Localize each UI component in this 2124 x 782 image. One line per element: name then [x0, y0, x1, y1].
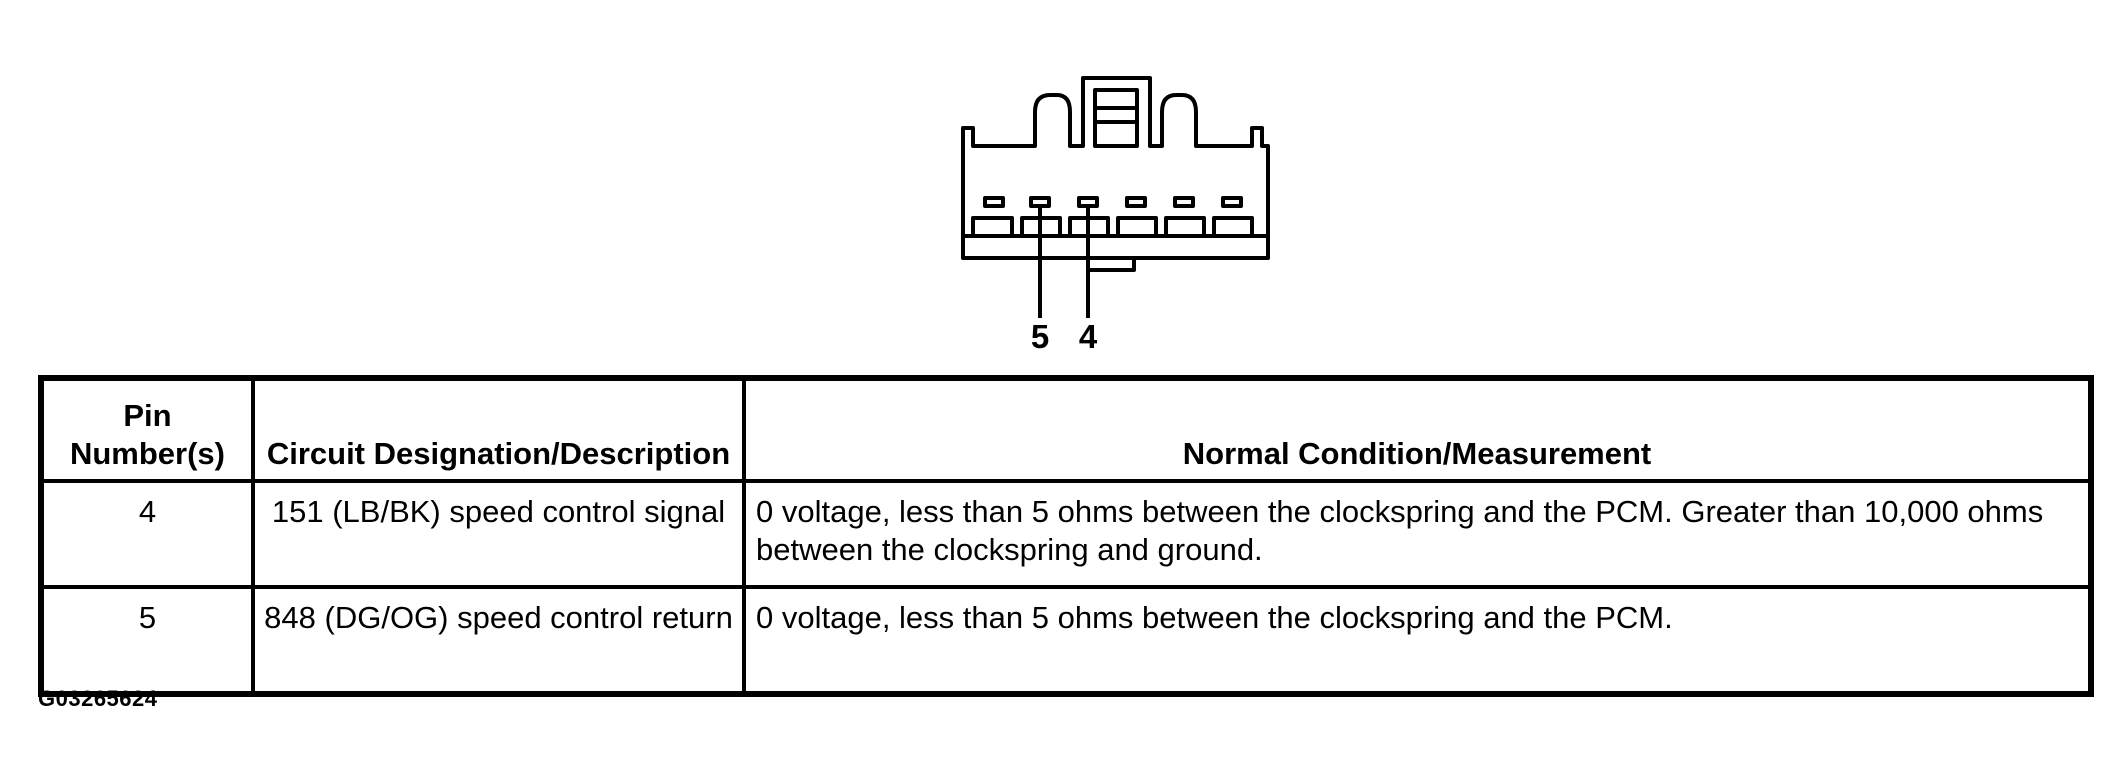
measurement: 0 voltage, less than 5 ohms between the … — [742, 585, 2093, 696]
pin-label-4: 4 — [1078, 318, 1098, 355]
locking-tab — [1093, 88, 1139, 148]
pin-number: 5 — [39, 585, 255, 696]
pin-label-5: 5 — [1030, 318, 1050, 355]
connector-housing — [961, 76, 1270, 260]
table-row: 5 848 (DG/OG) speed control return 0 vol… — [39, 585, 2093, 696]
circuit-description: 151 (LB/BK) speed control signal — [251, 479, 746, 589]
circuit-description: 848 (DG/OG) speed control return — [251, 585, 746, 696]
pin-table: Pin Number(s) Circuit Designation/Descri… — [38, 375, 2094, 697]
pin-number: 4 — [39, 479, 255, 589]
table-header-row: Pin Number(s) Circuit Designation/Descri… — [39, 376, 2093, 483]
terminal-cavities — [983, 196, 1243, 208]
header-pin-numbers: Pin Number(s) — [39, 376, 255, 483]
table-row: 4 151 (LB/BK) speed control signal 0 vol… — [39, 479, 2093, 589]
connector-key — [1086, 256, 1136, 272]
connector-diagram — [961, 76, 1270, 318]
header-circuit-designation: Circuit Designation/Description — [251, 376, 746, 483]
header-normal-condition: Normal Condition/Measurement — [742, 376, 2093, 483]
measurement: 0 voltage, less than 5 ohms between the … — [742, 479, 2093, 589]
figure-id: G03265624 — [38, 686, 158, 711]
